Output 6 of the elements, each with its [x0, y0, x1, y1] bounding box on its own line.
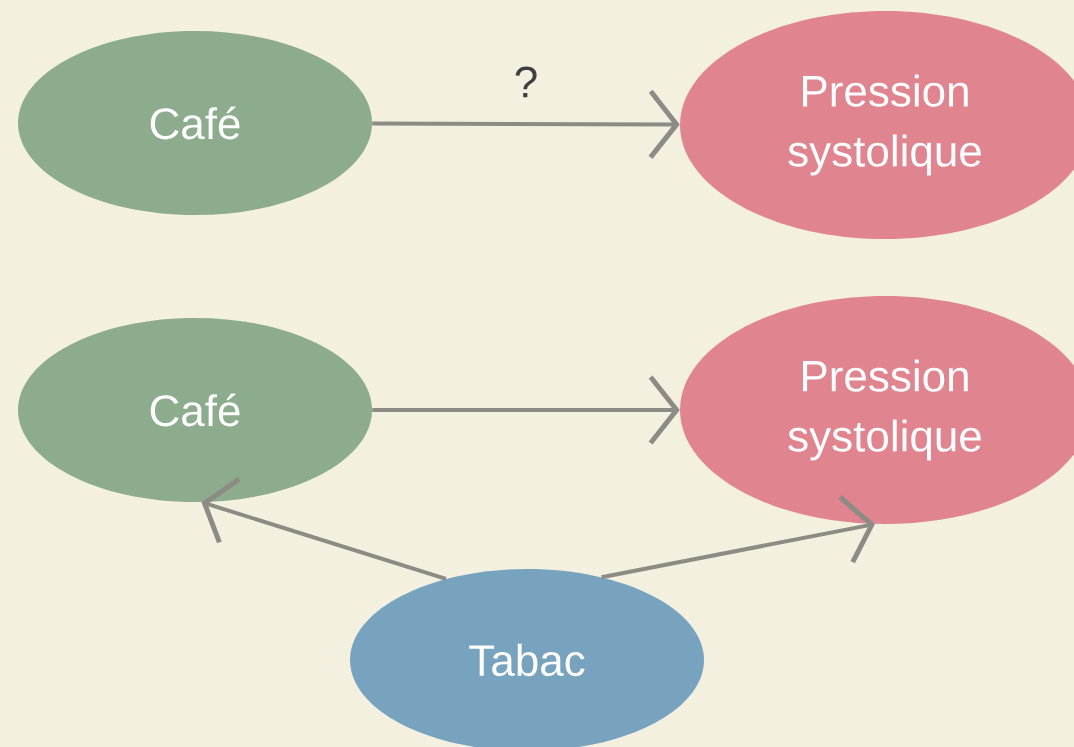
- arrow: [372, 89, 680, 159]
- arrow: [601, 495, 876, 580]
- arrow: [201, 477, 447, 581]
- oval-node: Café: [18, 31, 372, 215]
- arrow: [372, 375, 680, 445]
- oval-node: Café: [18, 318, 372, 502]
